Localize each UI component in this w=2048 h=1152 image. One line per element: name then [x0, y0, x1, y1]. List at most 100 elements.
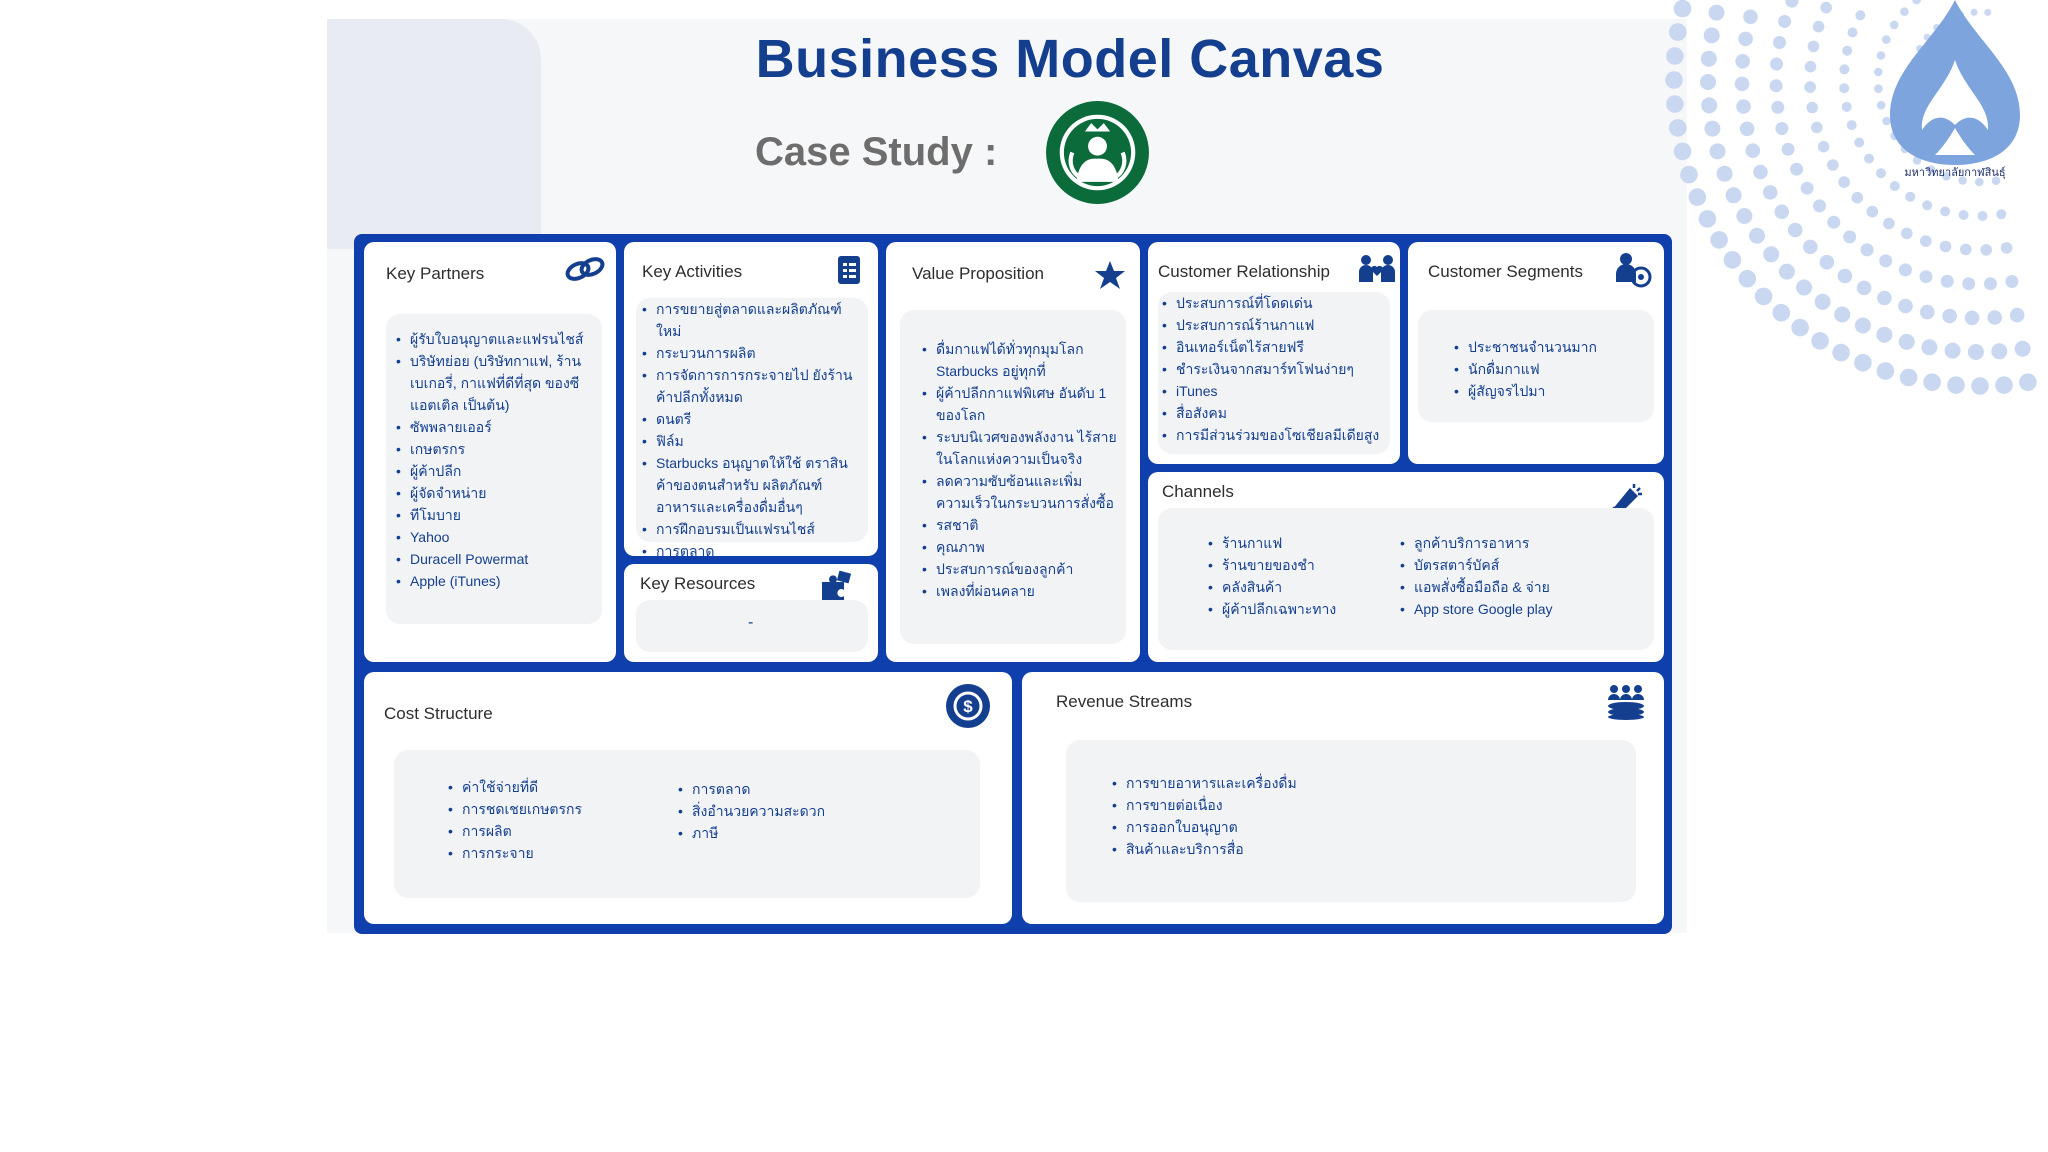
cost-structure-title: Cost Structure [384, 704, 493, 723]
list-item: ค่าใช้จ่ายที่ดี [448, 776, 582, 798]
decorative-dot [1698, 210, 1717, 228]
decorative-dot [1991, 343, 2008, 360]
decorative-dot [2000, 242, 2013, 254]
customer-relationship-title: Customer Relationship [1158, 262, 1330, 281]
decorative-dot [1735, 54, 1750, 69]
decorative-dot [1942, 308, 1957, 324]
key-activities-title: Key Activities [642, 262, 743, 281]
list-item: ผู้รับใบอนุญาตและแฟรนไชส์ [396, 328, 592, 350]
starbucks-logo-icon [1046, 101, 1149, 204]
customer-segments-panel: ประชาชนจำนวนมากนักดื่มกาแฟผู้สัญจรไปมา [1418, 310, 1654, 422]
list-item: ลูกค้าบริการอาหาร [1400, 532, 1553, 554]
decorative-dot [1804, 81, 1816, 93]
list-item: การออกใบอนุญาต [1112, 816, 1297, 838]
list-item: กระบวนการผลิต [642, 342, 862, 364]
list-item: ภาษี [678, 822, 825, 844]
decorative-dot [1842, 45, 1853, 56]
decorative-dot [1819, 254, 1835, 270]
list-item: ประสบการณ์ที่โดดเด่น [1162, 292, 1386, 314]
decorative-dot [1770, 57, 1784, 71]
channels-title: Channels [1162, 482, 1234, 501]
list-item: การตลาด [678, 778, 825, 800]
decorative-dot [1785, 0, 1799, 8]
list-item: สิ่งอำนวยความสะดวก [678, 800, 825, 822]
list-item: ลดความซับซ้อนและเพิ่ม ความเร็วในกระบวนกา… [922, 470, 1118, 514]
cost-structure-block: Cost Structure $ ค่าใช้จ่ายที่ดีการชดเชย… [364, 672, 1012, 924]
list-item: เพลงที่ผ่อนคลาย [922, 580, 1118, 602]
decorative-dot [1841, 101, 1852, 112]
decorative-dot [1666, 95, 1684, 113]
decorative-dot [1827, 159, 1839, 171]
decorative-dot [1984, 8, 1992, 16]
list-item: บัตรสตาร์บัคส์ [1400, 554, 1553, 576]
list-item: การจัดการการกระจายไป ยังร้านค้าปลีกทั้งห… [642, 364, 862, 408]
decorative-dot [1817, 140, 1830, 153]
decorative-dot [1837, 268, 1853, 284]
decorative-dot [1926, 165, 1936, 174]
decorative-dot [1832, 343, 1850, 362]
channels-list-left: ร้านกาแฟร้านขายของชำคลังสินค้าผู้ค้าปลีก… [1208, 532, 1336, 620]
decorative-dot [1920, 304, 1935, 320]
value-proposition-block: Value Proposition ดื่มกาแฟได้ทั่วทุกมุมโ… [886, 242, 1140, 662]
decorative-dot [1800, 181, 1814, 195]
key-resources-panel: - [636, 600, 868, 652]
decorative-dot [1666, 47, 1684, 65]
decorative-dot [1882, 116, 1891, 126]
decorative-dot [1991, 176, 2001, 185]
decorative-dot [1975, 177, 1984, 187]
list-item: ร้านขายของชำ [1208, 554, 1336, 576]
list-item: ผู้จัดจำหน่าย [396, 482, 592, 504]
customer-relationship-panel: ประสบการณ์ที่โดดเด่นประสบการณ์ร้านกาแฟอิ… [1158, 292, 1390, 454]
value-proposition-panel: ดื่มกาแฟได้ทั่วทุกมุมโลก Starbucks อยู่ท… [900, 310, 1126, 644]
list-item: ผู้ค้าปลีก [396, 460, 592, 482]
decorative-dot [1889, 181, 1900, 191]
decorative-dot [1716, 165, 1733, 182]
decorative-dot [1811, 332, 1829, 350]
list-item: iTunes [1162, 380, 1386, 402]
decorative-dot [1775, 122, 1789, 135]
university-logo-icon [1890, 0, 2020, 165]
decorative-dot [1883, 217, 1895, 230]
decorative-dot [1939, 240, 1952, 253]
list-item: Apple (iTunes) [396, 570, 592, 592]
decorative-dot [1753, 164, 1768, 180]
decorative-dot [1900, 7, 1909, 16]
decorative-dot [1977, 211, 1988, 221]
list-item: การกระจาย [448, 842, 582, 864]
list-item: Starbucks อนุญาตให้ใช้ ตราสินค้าของตนสำห… [642, 452, 862, 518]
list-item: ร้านกาแฟ [1208, 532, 1336, 554]
decorative-dot [1964, 310, 1980, 326]
decorative-dot [1769, 79, 1783, 93]
decorative-dot [1874, 84, 1883, 93]
decorative-dot [1796, 279, 1813, 296]
decorative-dot [1710, 231, 1728, 249]
decorative-dot [1703, 27, 1720, 44]
list-item: ผู้ค้าปลีกกาแฟพิเศษ อันดับ 1 ของโลก [922, 382, 1118, 426]
decorative-dot [1960, 243, 1972, 256]
decorative-dot [1839, 83, 1850, 94]
decorative-dot [1876, 168, 1886, 179]
decorative-dot [1813, 199, 1826, 213]
decorative-dot [1876, 326, 1893, 343]
decorative-dot [1958, 210, 1969, 220]
decorative-dot [1688, 188, 1707, 206]
decorative-dot [1882, 35, 1891, 44]
cost-structure-panel: ค่าใช้จ่ายที่ดีการชดเชยเกษตรกรการผลิตการ… [394, 750, 980, 898]
decorative-dot [1708, 4, 1725, 21]
decorative-dot [2014, 340, 2031, 357]
decorative-dot [1876, 100, 1886, 110]
decorative-dot [1680, 165, 1698, 184]
channels-block: Channels ร้านกาแฟร้านขายของชำคลังสินค้าผ… [1148, 472, 1664, 662]
decorative-dot [1898, 333, 1915, 350]
decorative-dot [1958, 176, 1967, 185]
decorative-dot [1921, 339, 1938, 356]
group-coins-icon [1608, 685, 1644, 720]
decorative-dot [1980, 244, 1992, 256]
list-item: สื่อสังคม [1162, 402, 1386, 424]
list-item: ประสบการณ์ของลูกค้า [922, 558, 1118, 580]
decorative-dot [1942, 172, 1951, 181]
star-icon [1095, 261, 1125, 289]
decorative-dot [1996, 209, 2007, 220]
decorative-dot [1851, 191, 1864, 204]
decorative-dot [1736, 208, 1753, 224]
